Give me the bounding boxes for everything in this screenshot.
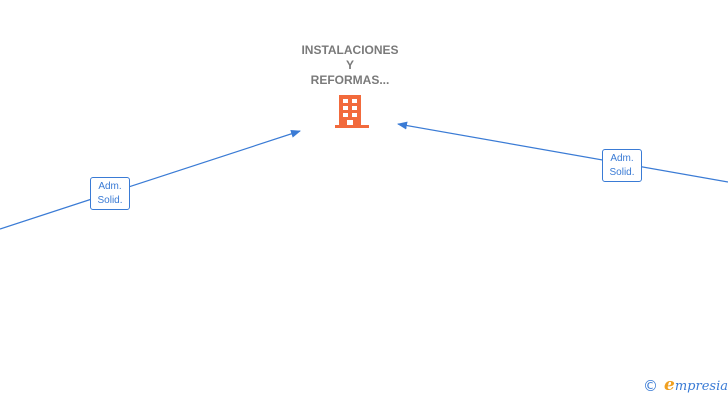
edge-line-right — [397, 121, 728, 183]
copyright-icon: © — [643, 377, 659, 395]
node-title-line-1: INSTALACIONES — [301, 43, 399, 57]
node-title[interactable]: INSTALACIONES Y REFORMAS... — [270, 43, 430, 88]
brand-name: mpresia — [674, 379, 728, 394]
edge-label-left-line-2: Solid. — [97, 195, 123, 206]
brand-logo[interactable]: empresia — [664, 374, 728, 398]
edge-label-right[interactable]: Adm. Solid. — [602, 149, 642, 182]
brand-initial: e — [664, 375, 675, 395]
edge-line-left — [0, 129, 301, 230]
building-icon[interactable] — [334, 94, 370, 130]
node-title-line-2: Y — [345, 58, 354, 72]
edge-label-left[interactable]: Adm. Solid. — [90, 177, 130, 210]
footer-brand: © empresia — [643, 375, 728, 397]
edge-label-right-line-1: Adm. — [610, 153, 634, 164]
node-title-line-3: REFORMAS... — [310, 73, 390, 87]
edge-label-left-line-1: Adm. — [98, 181, 122, 192]
edge-label-right-line-2: Solid. — [609, 167, 635, 178]
